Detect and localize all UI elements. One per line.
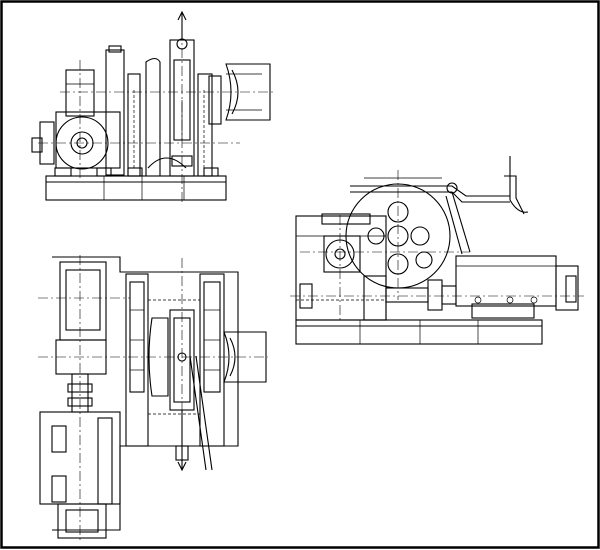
top-plan-view — [38, 255, 268, 540]
front-elevation-view — [31, 10, 275, 205]
side-elevation-view — [290, 156, 584, 345]
